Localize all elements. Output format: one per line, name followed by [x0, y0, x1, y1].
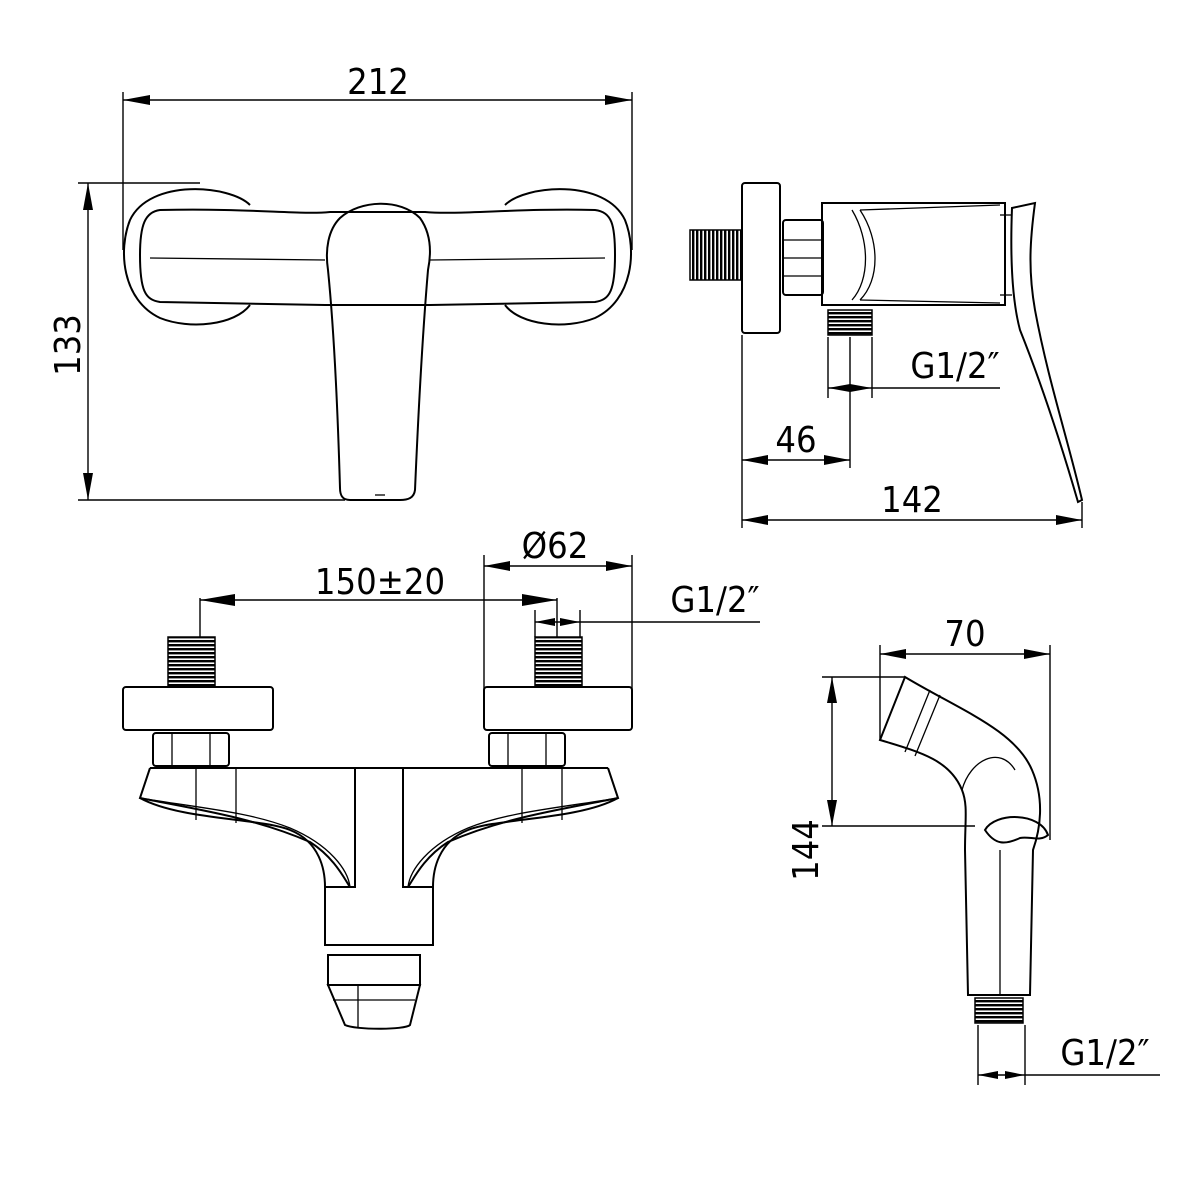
thread-dimension: G1/2″ — [977, 1025, 1160, 1085]
thread-dimension: G1/2″ — [534, 580, 760, 637]
height-label: 144 — [786, 819, 827, 881]
height-label: 133 — [48, 314, 89, 376]
spacing-dimension: 150±20 — [199, 562, 558, 637]
side-view: G1/2″ 46 142 — [689, 182, 1084, 528]
thread-label: G1/2″ — [670, 580, 759, 621]
diameter-label: Ø62 — [522, 526, 589, 567]
hand-shower — [878, 675, 1050, 1024]
diameter-dimension: Ø62 — [483, 526, 633, 690]
height-dimension: 133 — [48, 182, 345, 501]
outlet-thread — [827, 309, 873, 336]
width-dimension: 70 — [879, 614, 1051, 840]
offset-dimension: 46 — [741, 335, 851, 528]
hand-shower-view: 70 144 G1/2″ — [786, 614, 1160, 1085]
width-label: 212 — [347, 62, 409, 103]
depth-dimension: 142 — [742, 480, 1083, 528]
width-label: 70 — [944, 614, 985, 655]
thread-dimension: G1/2″ — [827, 337, 1000, 398]
faucet-front — [123, 188, 632, 501]
height-dimension: 144 — [786, 676, 975, 881]
offset-label: 46 — [775, 420, 816, 461]
front-view: 212 133 — [48, 62, 633, 501]
thread-label: G1/2″ — [1060, 1033, 1149, 1074]
inlet-thread — [689, 229, 743, 281]
width-dimension: 212 — [122, 62, 633, 250]
spacing-label: 150±20 — [315, 562, 445, 603]
thread-label: G1/2″ — [910, 346, 999, 387]
depth-label: 142 — [881, 480, 943, 521]
bottom-view: 150±20 Ø62 G1/2″ — [122, 526, 760, 1030]
